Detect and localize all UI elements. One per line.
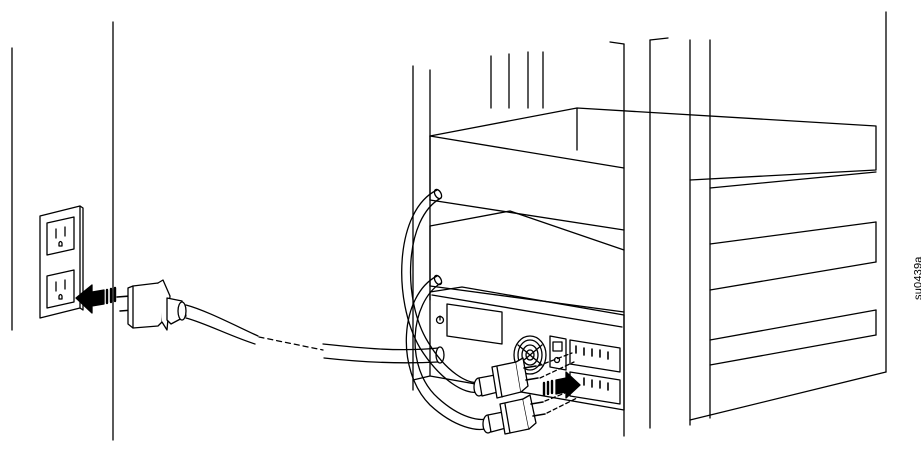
lower-receptacle — [46, 269, 75, 309]
arrow-left-icon — [75, 284, 117, 314]
equipment-rack — [412, 11, 887, 437]
figure-id-label: su0439a — [913, 256, 921, 300]
top-equipment-unit — [429, 107, 877, 231]
lcd-display — [446, 303, 503, 345]
ups-plug-lower-icon — [482, 388, 578, 435]
wall-outlet-icon — [39, 205, 84, 319]
middle-equipment-unit — [429, 210, 877, 313]
upper-receptacle — [46, 216, 75, 256]
arrow-right-icon — [542, 371, 581, 399]
main-power-cord — [185, 304, 445, 364]
ups-plug-upper-icon — [473, 352, 575, 399]
equipment-power-cables — [401, 188, 491, 431]
wall — [11, 21, 114, 441]
ups-outlet-bank-upper — [569, 339, 621, 373]
main-plug-icon — [116, 279, 187, 331]
